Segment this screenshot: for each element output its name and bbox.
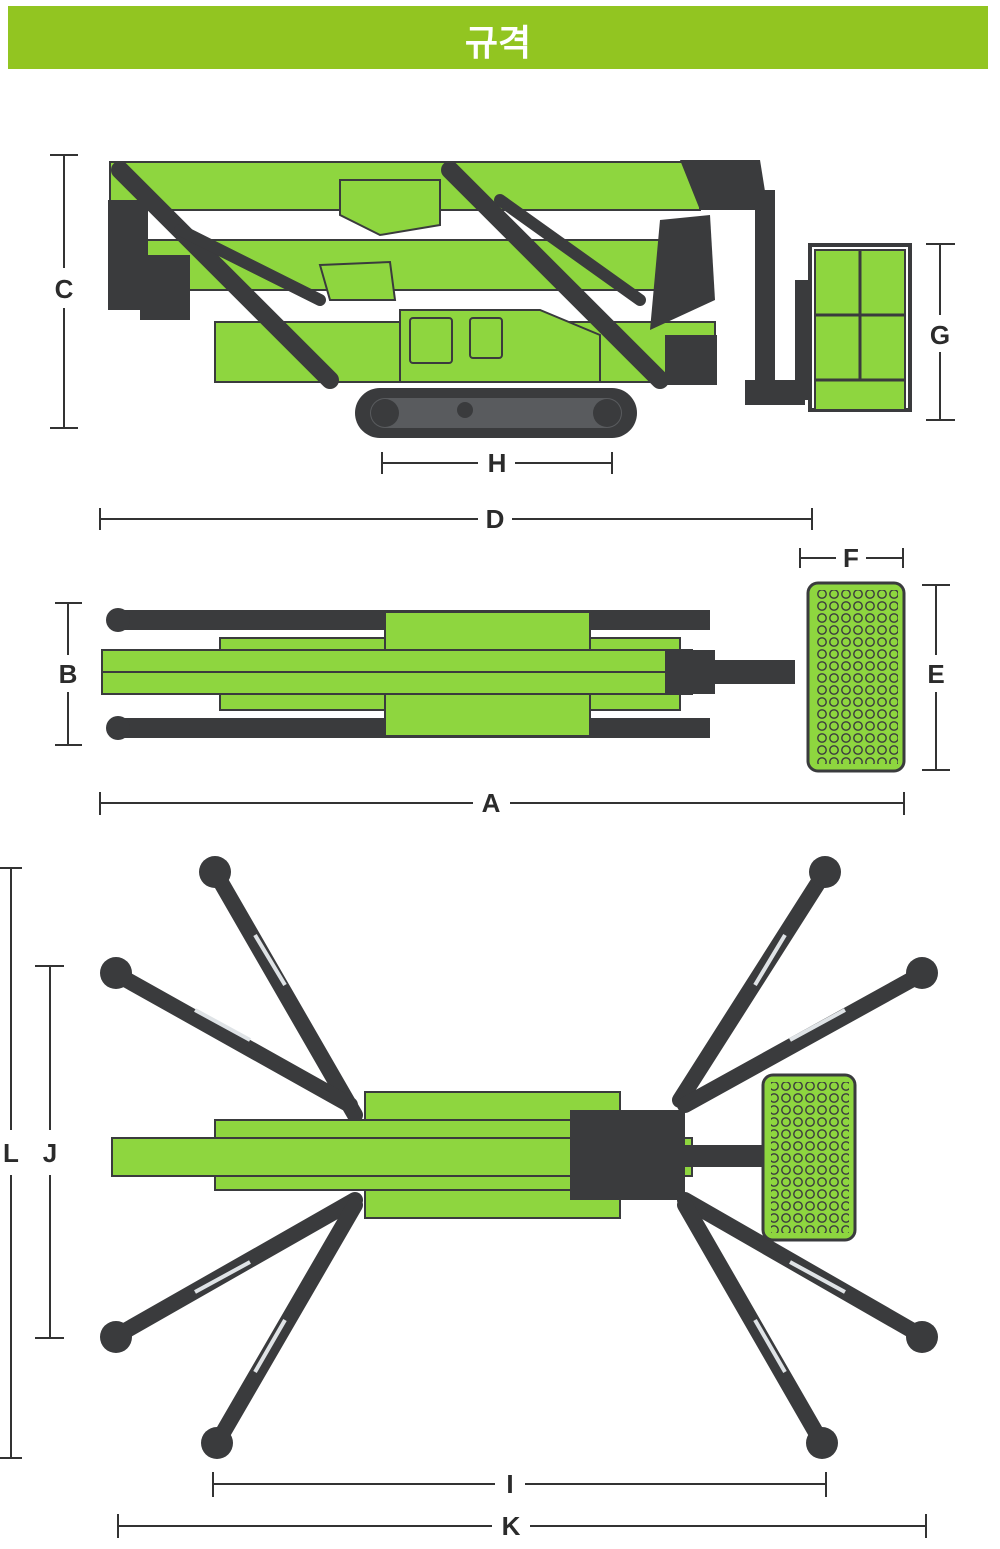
dim-label-h: H xyxy=(488,448,507,478)
dim-label-d: D xyxy=(486,504,505,534)
dimension-lines xyxy=(0,154,955,1538)
dim-label-f: F xyxy=(843,543,859,573)
dim-label-j: J xyxy=(43,1138,57,1168)
header-bar: 규격 xyxy=(8,6,988,69)
dim-label-a: A xyxy=(482,788,501,818)
page-title: 규격 xyxy=(464,23,532,64)
dim-label-i: I xyxy=(506,1469,513,1499)
dim-label-g: G xyxy=(930,320,950,350)
dim-label-k: K xyxy=(502,1511,521,1541)
top-view xyxy=(101,581,906,773)
side-view xyxy=(108,160,912,438)
plan-view xyxy=(100,856,938,1459)
dim-label-l: L xyxy=(3,1138,19,1168)
dim-label-b: B xyxy=(59,659,78,689)
dim-label-c: C xyxy=(55,274,74,304)
dim-label-e: E xyxy=(927,659,944,689)
